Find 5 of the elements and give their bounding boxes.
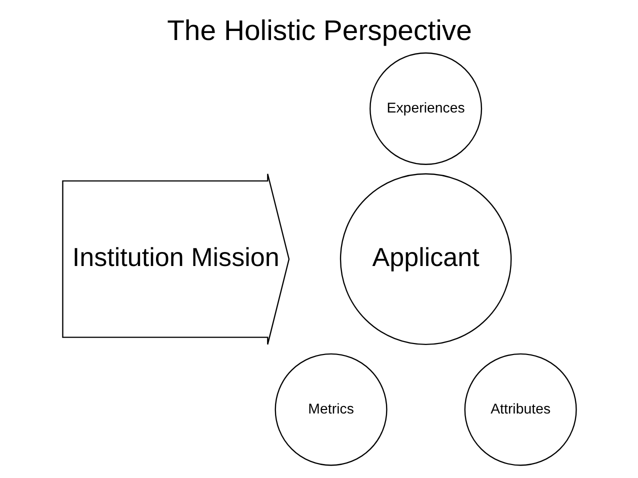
node-circle: Experiences	[369, 52, 482, 165]
node-circle: Applicant	[339, 173, 512, 346]
node-circle: Metrics	[274, 353, 387, 466]
diagram-title: The Holistic Perspective	[166, 15, 472, 48]
node-circle: Attributes	[464, 353, 576, 466]
